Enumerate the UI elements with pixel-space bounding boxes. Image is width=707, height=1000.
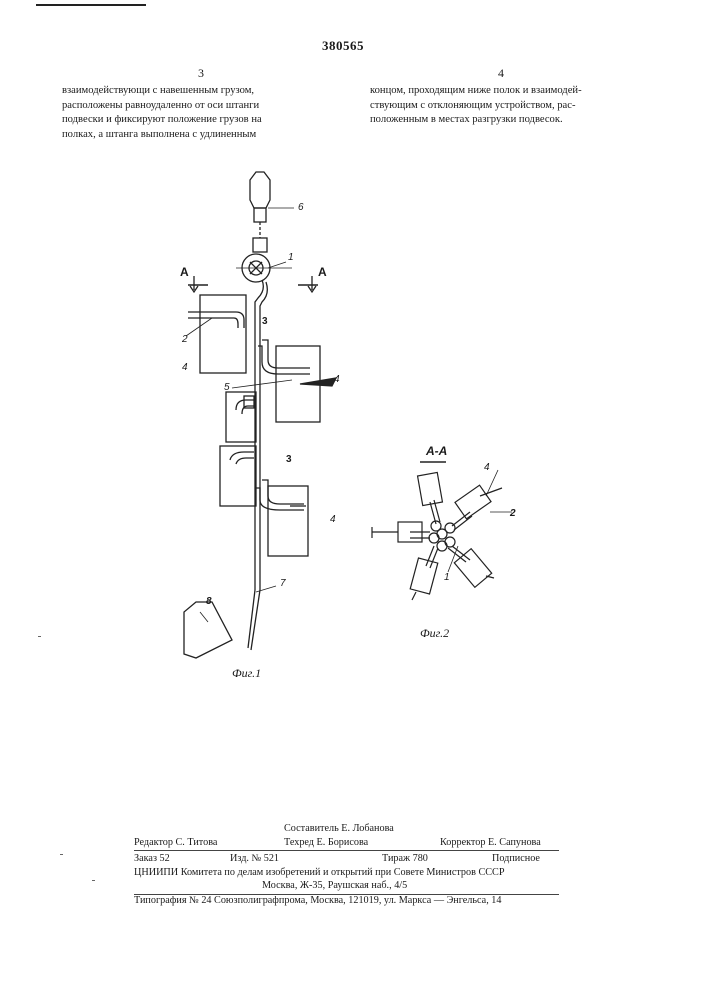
subscription: Подписное bbox=[492, 852, 540, 866]
corrector: Корректор Е. Сапунова bbox=[440, 836, 541, 850]
label-3-top: 3 bbox=[262, 316, 268, 327]
print-run: Тираж 780 bbox=[382, 852, 428, 866]
scan-speck bbox=[60, 854, 63, 855]
fig2-label-1: 1 bbox=[444, 572, 450, 583]
institute: ЦНИИПИ Комитета по делам изобретений и о… bbox=[134, 866, 505, 880]
label-6: 6 bbox=[298, 202, 304, 213]
label-2: 2 bbox=[182, 334, 188, 345]
label-4-bottom: 4 bbox=[330, 514, 336, 525]
techred: Техред Е. Борисова bbox=[284, 836, 368, 850]
imprint-block: Составитель Е. Лобанова Редактор С. Тито… bbox=[134, 822, 559, 893]
compiler: Составитель Е. Лобанова bbox=[284, 822, 394, 836]
load-box bbox=[454, 549, 491, 588]
label-1: 1 bbox=[288, 252, 294, 263]
printing-house-footer: Типография № 24 Союзполиграфпрома, Москв… bbox=[134, 895, 502, 906]
imprint-rule bbox=[134, 850, 559, 851]
label-4-right: 4 bbox=[334, 374, 340, 385]
scan-speck bbox=[92, 880, 95, 881]
edition: Изд. № 521 bbox=[230, 852, 279, 866]
load-box bbox=[455, 485, 491, 519]
label-3-bottom: 3 bbox=[286, 454, 292, 465]
editor: Редактор С. Титова bbox=[134, 836, 217, 850]
fig2-label-2: 2 bbox=[510, 508, 516, 519]
load-box bbox=[418, 472, 443, 505]
load-box bbox=[410, 558, 438, 594]
scan-speck bbox=[38, 636, 41, 637]
fig2-label-4: 4 bbox=[484, 462, 490, 473]
order: Заказ 52 bbox=[134, 852, 170, 866]
section-title: А-А bbox=[426, 444, 447, 458]
figure-2-caption: Фиг.2 bbox=[420, 626, 449, 641]
label-7: 7 bbox=[280, 578, 286, 589]
address: Москва, Ж-35, Раушская наб., 4/5 bbox=[262, 879, 407, 893]
label-5: 5 bbox=[224, 382, 230, 393]
label-8: 8 bbox=[206, 596, 212, 607]
label-4-left: 4 bbox=[182, 362, 188, 373]
figure-1-caption: Фиг.1 bbox=[232, 666, 261, 681]
section-mark-left: А bbox=[180, 265, 189, 279]
section-mark-right: А bbox=[318, 265, 327, 279]
